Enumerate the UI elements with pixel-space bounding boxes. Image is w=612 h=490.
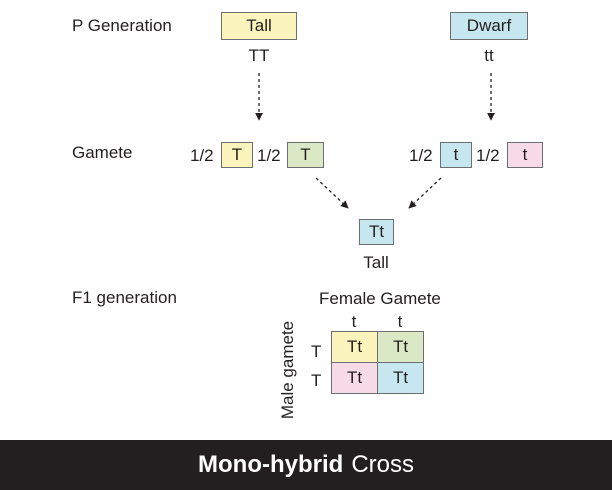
footer-banner: Mono-hybrid Cross: [0, 440, 612, 490]
gamete-allele-box: t: [507, 142, 543, 168]
gamete-allele-box: t: [440, 142, 472, 168]
footer-title-rest: Cross: [351, 451, 414, 478]
offspring-genotype-box: Tt: [359, 219, 394, 245]
male-allele: T: [311, 342, 322, 361]
gamete-fraction: 1/2: [190, 146, 214, 165]
f1-generation-label: F1 generation: [72, 288, 177, 307]
gamete-fraction: 1/2: [257, 146, 281, 165]
dwarf-parent-box: Dwarf: [450, 12, 528, 40]
punnett-cell: Tt: [377, 331, 424, 363]
footer-title-bold: Mono-hybrid: [198, 451, 344, 478]
arrow-left-gamete-to-f1: [315, 177, 349, 209]
gamete-fraction: 1/2: [409, 146, 433, 165]
gamete-allele-box: T: [287, 142, 324, 168]
arrows-layer: [255, 73, 495, 209]
gamete-label: Gamete: [72, 143, 133, 162]
female-gamete-label: Female Gamete: [319, 289, 441, 308]
male-allele: T: [311, 371, 322, 390]
female-allele: t: [397, 312, 403, 331]
dwarf-parent-genotype: tt: [484, 46, 494, 65]
tall-parent-genotype: TT: [248, 46, 270, 65]
male-gamete-label: Male gamete: [278, 320, 297, 420]
punnett-cell: Tt: [377, 362, 424, 394]
gamete-allele-box: T: [221, 142, 253, 168]
arrow-right-gamete-to-f1: [408, 177, 442, 209]
offspring-phenotype: Tall: [363, 253, 389, 272]
gamete-fraction: 1/2: [476, 146, 500, 165]
tall-parent-box: Tall: [221, 12, 297, 40]
p-generation-label: P Generation: [72, 16, 172, 35]
punnett-cell: Tt: [331, 331, 378, 363]
female-allele: t: [351, 312, 357, 331]
punnett-cell: Tt: [331, 362, 378, 394]
